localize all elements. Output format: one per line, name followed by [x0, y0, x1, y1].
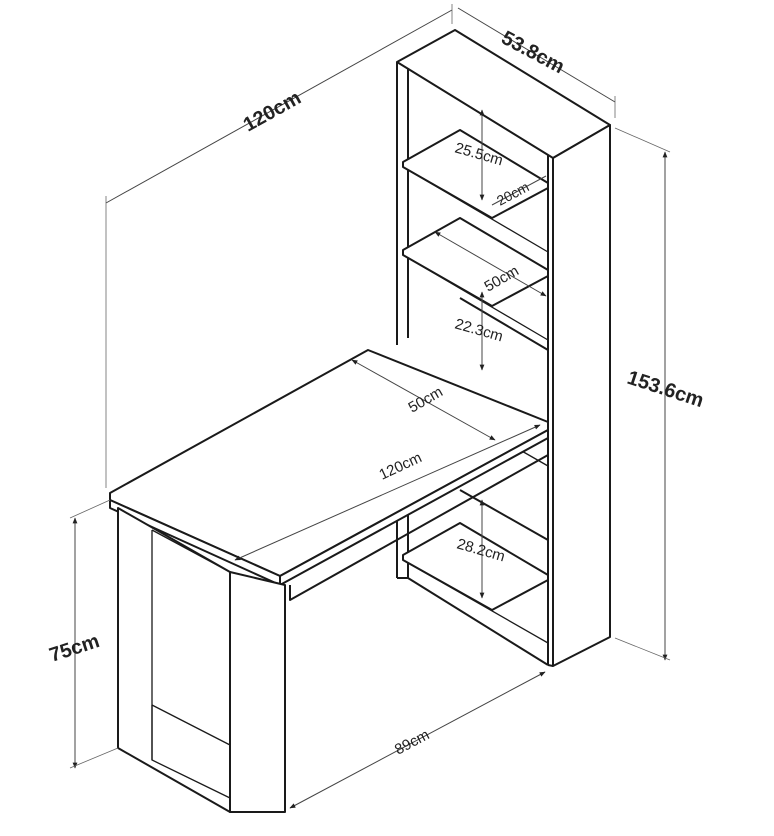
bookcase-right-panel	[552, 124, 611, 667]
shelf-1	[402, 129, 549, 219]
label-desk-height: 75cm	[47, 630, 102, 667]
bookcase	[396, 29, 611, 667]
label-total-width: 120cm	[240, 87, 305, 136]
label-leg-span: 89cm	[392, 726, 432, 758]
dim-total-height: 153.6cm	[614, 127, 706, 661]
desk-front-leg	[229, 571, 286, 813]
dim-desk-height: 75cm	[47, 499, 119, 769]
shelf-2	[402, 217, 549, 307]
dim-leg-span: 89cm	[289, 671, 546, 809]
shelf-bottom	[402, 522, 549, 611]
